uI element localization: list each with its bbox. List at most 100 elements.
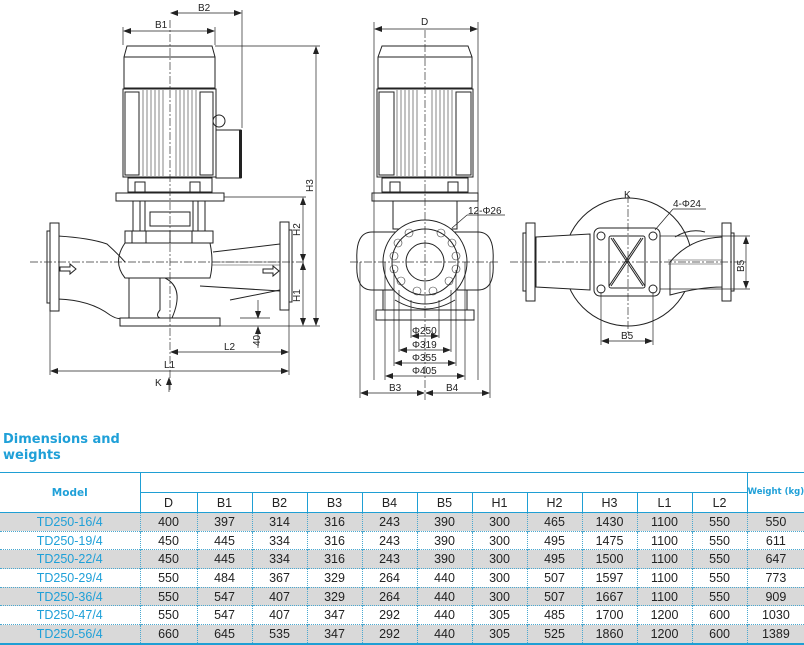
dimension-cell-b4: 292 — [361, 624, 417, 644]
outlet-flange — [279, 221, 290, 311]
dimension-cell-b5: 390 — [416, 549, 472, 569]
dimension-cell-d: 550 — [139, 568, 197, 588]
dim-label-k: K — [155, 378, 162, 389]
dimension-cell-b4: 243 — [361, 531, 417, 550]
dimension-cell-b3: 329 — [306, 587, 362, 606]
model-cell: TD250-56/4 — [36, 626, 103, 641]
weight-cell: 1030 — [746, 605, 804, 625]
model-cell: TD250-19/4 — [36, 533, 103, 548]
dimension-cell-b3: 316 — [306, 531, 362, 550]
model-cell: TD250-29/4 — [36, 570, 103, 585]
dimension-cell-l1: 1100 — [636, 512, 692, 532]
dim-label-b5-horizontal: B5 — [621, 331, 634, 342]
dimension-cell-l1: 1100 — [636, 587, 692, 606]
top-view: K 4-Φ24 B5 B5 — [510, 190, 750, 345]
dimension-cell-h1: 300 — [471, 549, 527, 569]
model-header: Model — [0, 472, 141, 513]
dimension-cell-b3: 316 — [306, 549, 362, 569]
dimension-cell-l2: 550 — [691, 568, 748, 588]
column-header-h2: H2 — [526, 492, 582, 513]
dimension-cell-b5: 440 — [416, 605, 472, 625]
dim-label-phi355: Φ355 — [412, 353, 437, 364]
dimension-cell-h1: 300 — [471, 587, 527, 606]
dim-label-b5-vertical: B5 — [736, 259, 747, 272]
dimension-cell-h3: 1500 — [581, 549, 637, 569]
dimension-cell-b2: 407 — [251, 587, 307, 606]
lifting-eye — [212, 114, 226, 128]
dimension-cell-b3: 329 — [306, 568, 362, 588]
weight-cell: 647 — [746, 549, 804, 569]
dimension-cell-h2: 507 — [526, 568, 582, 588]
dimension-cell-h3: 1700 — [581, 605, 637, 625]
model-cell: TD250-47/4 — [36, 608, 103, 623]
dimension-cell-b1: 484 — [196, 568, 252, 588]
dimension-cell-b5: 440 — [416, 568, 472, 588]
column-header-b2: B2 — [251, 492, 307, 513]
dimension-cell-l1: 1100 — [636, 568, 692, 588]
dimension-cell-b2: 535 — [251, 624, 307, 644]
dimensions-header-group — [140, 472, 748, 493]
dimension-cell-d: 450 — [139, 549, 197, 569]
inlet-flange — [49, 222, 60, 312]
dim-label-k-top: K — [624, 190, 631, 201]
dimension-cell-b4: 292 — [361, 605, 417, 625]
dimension-cell-b1: 547 — [196, 587, 252, 606]
model-cell: TD250-16/4 — [36, 514, 103, 529]
dimension-cell-h1: 300 — [471, 531, 527, 550]
dimension-cell-h2: 495 — [526, 549, 582, 569]
dimension-cell-h3: 1667 — [581, 587, 637, 606]
dimension-cell-b4: 243 — [361, 512, 417, 532]
dimension-cell-h2: 495 — [526, 531, 582, 550]
dim-label-l2: L2 — [224, 342, 236, 353]
dimension-cell-d: 660 — [139, 624, 197, 644]
dimension-cell-b4: 243 — [361, 549, 417, 569]
dimension-cell-b1: 445 — [196, 549, 252, 569]
dim-label-phi250: Φ250 — [412, 326, 437, 337]
dim-label-l1: L1 — [164, 360, 176, 371]
dimension-cell-h1: 305 — [471, 624, 527, 644]
dimension-cell-b5: 390 — [416, 512, 472, 532]
bolt-holes — [389, 228, 461, 296]
dim-label-b2: B2 — [198, 3, 211, 14]
dimension-cell-h1: 300 — [471, 512, 527, 532]
dimension-cell-l1: 1200 — [636, 605, 692, 625]
weight-cell: 773 — [746, 568, 804, 588]
model-cell: TD250-22/4 — [36, 552, 103, 567]
dimension-cell-b1: 547 — [196, 605, 252, 625]
dimension-cell-b2: 334 — [251, 549, 307, 569]
dimension-cell-h2: 525 — [526, 624, 582, 644]
model-cell: TD250-36/4 — [36, 589, 103, 604]
dimension-cell-h1: 300 — [471, 568, 527, 588]
dimension-cell-d: 450 — [139, 531, 197, 550]
motor-body — [122, 88, 217, 178]
column-header-l1: L1 — [636, 492, 692, 513]
dimension-cell-b2: 407 — [251, 605, 307, 625]
dimension-cell-d: 550 — [139, 605, 197, 625]
column-header-b5: B5 — [416, 492, 472, 513]
pump-dimension-drawing: B1 B2 H3 H2 H1 40 L2 L1 K — [30, 3, 750, 400]
side-view: B1 B2 H3 H2 H1 40 L2 L1 K — [30, 3, 320, 392]
dimension-cell-b2: 314 — [251, 512, 307, 532]
dim-label-h2: H2 — [292, 223, 303, 236]
dim-label-h3: H3 — [305, 179, 316, 192]
dimension-cell-h3: 1860 — [581, 624, 637, 644]
dimension-cell-h3: 1597 — [581, 568, 637, 588]
dimension-cell-h3: 1475 — [581, 531, 637, 550]
dimension-cell-b5: 440 — [416, 587, 472, 606]
dimension-cell-d: 400 — [139, 512, 197, 532]
dim-label-d: D — [421, 17, 428, 28]
section-title: Dimensions and weights — [3, 432, 120, 463]
column-header-h3: H3 — [581, 492, 637, 513]
dim-label-b3: B3 — [389, 383, 402, 394]
dim-label-b4: B4 — [446, 383, 459, 394]
weight-cell: 550 — [746, 512, 804, 532]
dimension-cell-b3: 316 — [306, 512, 362, 532]
dimension-cell-l2: 550 — [691, 512, 748, 532]
dimension-cell-l1: 1200 — [636, 624, 692, 644]
column-header-b3: B3 — [306, 492, 362, 513]
dimension-cell-b2: 367 — [251, 568, 307, 588]
